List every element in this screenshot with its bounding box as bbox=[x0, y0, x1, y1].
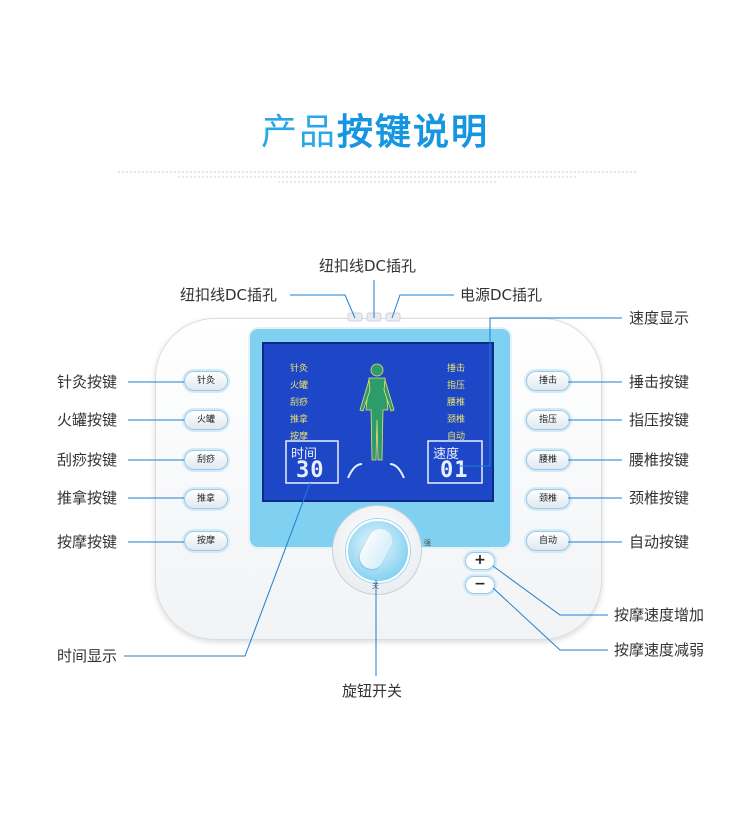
speed-increase-button[interactable]: + bbox=[465, 552, 495, 570]
callout-cupping: 火罐按键 bbox=[57, 411, 118, 429]
tapping-button[interactable]: 捶击 bbox=[526, 371, 570, 391]
time-display: 30 bbox=[296, 458, 325, 483]
callout-lumbar: 腰椎按键 bbox=[629, 451, 690, 469]
cupping-button[interactable]: 火罐 bbox=[184, 410, 228, 430]
callout-tuina: 推拿按键 bbox=[57, 489, 118, 507]
speed-display: 01 bbox=[440, 458, 469, 483]
callout-scraping: 刮痧按键 bbox=[57, 451, 118, 469]
callout-tapping: 捶击按键 bbox=[629, 373, 690, 391]
callout-knob-switch: 旋钮开关 bbox=[342, 682, 403, 700]
acupressure-button[interactable]: 指压 bbox=[526, 410, 570, 430]
cervical-button[interactable]: 颈椎 bbox=[526, 489, 570, 509]
speed-decrease-button[interactable]: − bbox=[465, 576, 495, 594]
massage-button[interactable]: 按摩 bbox=[184, 531, 228, 551]
callout-acupressure: 指压按键 bbox=[629, 411, 690, 429]
callout-speed-display: 速度显示 bbox=[629, 309, 690, 327]
screen-mode-left: 针灸 bbox=[290, 364, 309, 374]
callout-power-dc-jack: 电源DC插孔 bbox=[460, 286, 543, 304]
callout-acupuncture: 针灸按键 bbox=[57, 373, 118, 391]
screen-mode-left: 刮痧 bbox=[290, 398, 309, 408]
screen-mode-right: 捶击 bbox=[447, 364, 466, 374]
screen-mode-right: 自动 bbox=[447, 432, 466, 442]
title-main: 按键说明 bbox=[337, 112, 490, 153]
callout-speed-increase: 按摩速度增加 bbox=[614, 606, 705, 624]
callout-button-dc-jack-left: 纽扣线DC插孔 bbox=[180, 286, 278, 304]
page-title: 产品按键说明 bbox=[0, 103, 750, 155]
callout-massage: 按摩按键 bbox=[57, 533, 118, 551]
callout-time-display: 时间显示 bbox=[57, 647, 118, 665]
title-prefix: 产品 bbox=[260, 112, 337, 153]
auto-button[interactable]: 自动 bbox=[526, 531, 570, 551]
knob-strong-mark: 强 bbox=[424, 539, 431, 547]
decorative-dotted-divider bbox=[118, 171, 638, 183]
acupuncture-button[interactable]: 针灸 bbox=[184, 371, 228, 391]
screen-mode-right: 颈椎 bbox=[447, 415, 466, 425]
screen-mode-left: 推拿 bbox=[290, 415, 309, 425]
screen-mode-right: 指压 bbox=[447, 381, 466, 391]
screen-mode-left: 按摩 bbox=[290, 432, 309, 442]
tuina-button[interactable]: 推拿 bbox=[184, 489, 228, 509]
time-label: 时间 bbox=[291, 447, 318, 462]
callout-cervical: 颈椎按键 bbox=[629, 489, 690, 507]
screen-mode-right: 腰椎 bbox=[447, 398, 466, 408]
speed-label: 速度 bbox=[433, 447, 460, 462]
screen-mode-left: 火罐 bbox=[290, 381, 309, 391]
callout-speed-decrease: 按摩速度减弱 bbox=[614, 641, 705, 659]
callout-auto: 自动按键 bbox=[629, 533, 690, 551]
scraping-button[interactable]: 刮痧 bbox=[184, 450, 228, 470]
callout-button-dc-jack-center: 纽扣线DC插孔 bbox=[319, 257, 417, 275]
